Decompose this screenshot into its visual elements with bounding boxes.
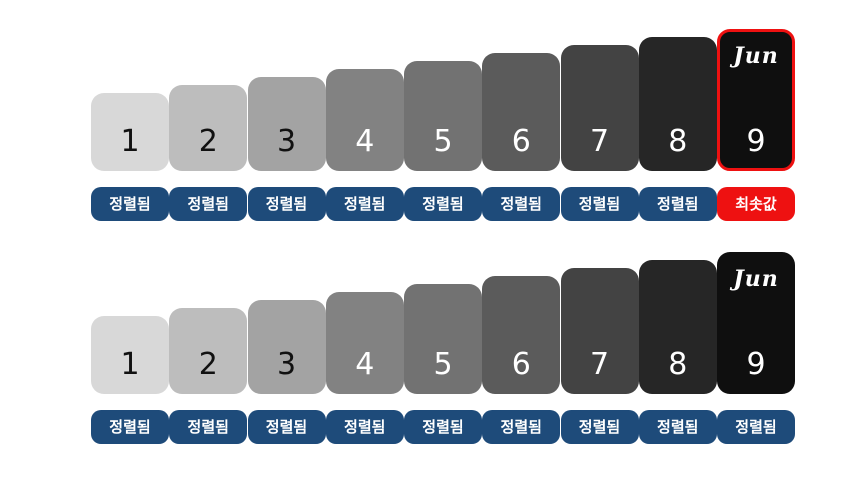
card-name-label: Jun (733, 266, 779, 292)
sorted-badge: 정렬됨 (560, 187, 639, 221)
card-number: 5 (433, 347, 453, 382)
number-card: 7 (560, 268, 639, 394)
card-number: 2 (198, 124, 218, 159)
number-card: 2 (169, 308, 248, 394)
sorted-badge: 정렬됨 (325, 187, 404, 221)
number-card: 2 (169, 85, 248, 171)
card-number: 4 (355, 124, 375, 159)
number-card: 4 (325, 292, 404, 394)
card-number: 6 (511, 347, 531, 382)
card-number: 3 (276, 347, 297, 382)
card-number: 9 (746, 347, 766, 382)
number-card: 6 (482, 53, 561, 171)
sorted-badge: 정렬됨 (560, 410, 639, 444)
number-card: 5 (404, 61, 482, 171)
number-card: 1 (91, 93, 169, 171)
sorted-badge: 정렬됨 (325, 410, 404, 444)
card-number: 8 (668, 124, 688, 159)
card-number: 1 (120, 124, 140, 159)
number-card: 8 (638, 37, 717, 171)
card-number: 5 (433, 124, 453, 159)
number-card: 1 (91, 316, 169, 394)
sorted-badge: 정렬됨 (169, 187, 248, 221)
number-card: 3 (247, 77, 326, 171)
card-number: 7 (589, 347, 610, 382)
sorted-badge: 정렬됨 (91, 410, 169, 444)
card-number: 1 (120, 347, 140, 382)
number-card: Jun 9 (717, 29, 795, 171)
number-card: 4 (325, 69, 404, 171)
card-number: 7 (589, 124, 610, 159)
sorted-badge: 정렬됨 (404, 410, 482, 444)
sorted-badge: 정렬됨 (638, 187, 717, 221)
number-card: 7 (560, 45, 639, 171)
minimum-badge: 최솟값 (717, 187, 795, 221)
sorted-badge: 정렬됨 (482, 187, 561, 221)
card-number: 4 (355, 347, 375, 382)
number-card: 3 (247, 300, 326, 394)
sorted-badge: 정렬됨 (247, 410, 326, 444)
sorted-badge: 정렬됨 (91, 187, 169, 221)
sorted-badge: 정렬됨 (717, 410, 795, 444)
card-number: 2 (198, 347, 218, 382)
card-number: 3 (276, 124, 297, 159)
sorted-badge: 정렬됨 (169, 410, 248, 444)
sorted-badge: 정렬됨 (247, 187, 326, 221)
sorted-badge: 정렬됨 (482, 410, 561, 444)
card-number: 9 (746, 124, 766, 159)
number-card: 8 (638, 260, 717, 394)
number-card: 5 (404, 284, 482, 394)
card-name-label: Jun (733, 43, 779, 69)
number-card: 6 (482, 276, 561, 394)
card-number: 6 (511, 124, 531, 159)
number-card: Jun 9 (717, 252, 795, 394)
sorted-badge: 정렬됨 (404, 187, 482, 221)
sorted-badge: 정렬됨 (638, 410, 717, 444)
card-number: 8 (668, 347, 688, 382)
